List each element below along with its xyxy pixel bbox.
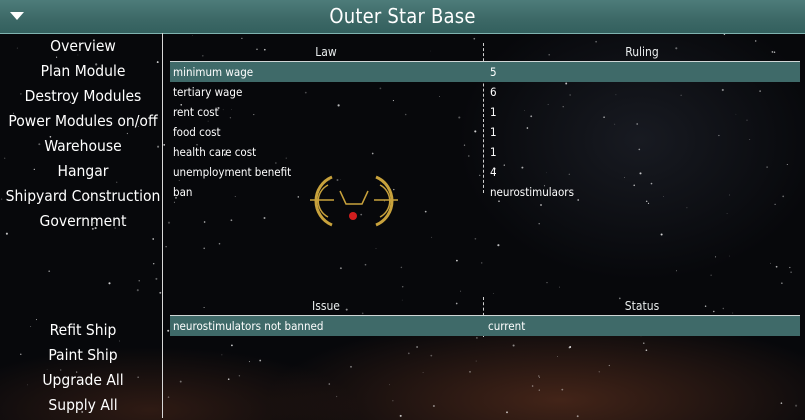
issue-name: neurostimulators not banned (173, 319, 324, 333)
menu-item-warehouse[interactable]: Warehouse (44, 137, 122, 155)
law-ruling: neurostimulaors (490, 185, 574, 199)
law-name: tertiary wage (173, 85, 243, 99)
law-name: minimum wage (173, 65, 254, 79)
column-separator (483, 43, 484, 193)
law-row-food-cost[interactable]: food cost 1 (170, 122, 800, 142)
law-ruling: 1 (490, 105, 497, 119)
law-row-tertiary-wage[interactable]: tertiary wage 6 (170, 82, 800, 102)
laws-table: Law Ruling minimum wage 5 tertiary wage … (170, 43, 800, 202)
menu-item-power-modules[interactable]: Power Modules on/off (8, 112, 158, 130)
law-row-ban[interactable]: ban neurostimulaors (170, 182, 800, 202)
law-name: unemployment benefit (173, 165, 292, 179)
menu-item-paint-ship[interactable]: Paint Ship (48, 346, 118, 364)
issue-row[interactable]: neurostimulators not banned current (170, 316, 800, 336)
menu-item-government[interactable]: Government (39, 212, 127, 230)
station-menu: Overview Plan Module Destroy Modules Pow… (0, 33, 164, 420)
menu-item-shipyard-construction[interactable]: Shipyard Construction (5, 187, 161, 205)
menu-item-supply-all[interactable]: Supply All (48, 396, 118, 414)
law-ruling: 5 (490, 65, 497, 79)
issues-header: Issue Status (170, 297, 800, 316)
law-row-minimum-wage[interactable]: minimum wage 5 (170, 62, 800, 82)
law-name: food cost (173, 125, 221, 139)
law-ruling: 6 (490, 85, 497, 99)
issue-column-header: Issue (312, 299, 340, 313)
menu-item-destroy-modules[interactable]: Destroy Modules (24, 87, 142, 105)
law-ruling: 1 (490, 145, 497, 159)
law-column-header: Law (315, 45, 337, 59)
law-ruling: 4 (490, 165, 497, 179)
issue-status: current (488, 319, 526, 333)
law-row-rent-cost[interactable]: rent cost 1 (170, 102, 800, 122)
menu-divider (162, 33, 163, 418)
title-bar: Outer Star Base (0, 0, 805, 34)
menu-item-hangar[interactable]: Hangar (57, 162, 109, 180)
law-name: ban (173, 185, 193, 199)
crosshair-cursor-icon (310, 175, 398, 227)
collapse-arrow-icon[interactable] (10, 12, 24, 20)
law-row-unemployment-benefit[interactable]: unemployment benefit 4 (170, 162, 800, 182)
status-column-header: Status (624, 299, 660, 313)
menu-item-upgrade-all[interactable]: Upgrade All (42, 371, 124, 389)
laws-header: Law Ruling (170, 43, 800, 62)
window-title: Outer Star Base (329, 4, 476, 28)
menu-item-plan-module[interactable]: Plan Module (40, 62, 126, 80)
ruling-column-header: Ruling (625, 45, 659, 59)
menu-item-overview[interactable]: Overview (50, 37, 116, 55)
law-row-health-care-cost[interactable]: health care cost 1 (170, 142, 800, 162)
law-name: health care cost (173, 145, 257, 159)
issues-table: Issue Status neurostimulators not banned… (170, 297, 800, 337)
law-name: rent cost (173, 105, 219, 119)
menu-item-refit-ship[interactable]: Refit Ship (49, 321, 117, 339)
law-ruling: 1 (490, 125, 497, 139)
